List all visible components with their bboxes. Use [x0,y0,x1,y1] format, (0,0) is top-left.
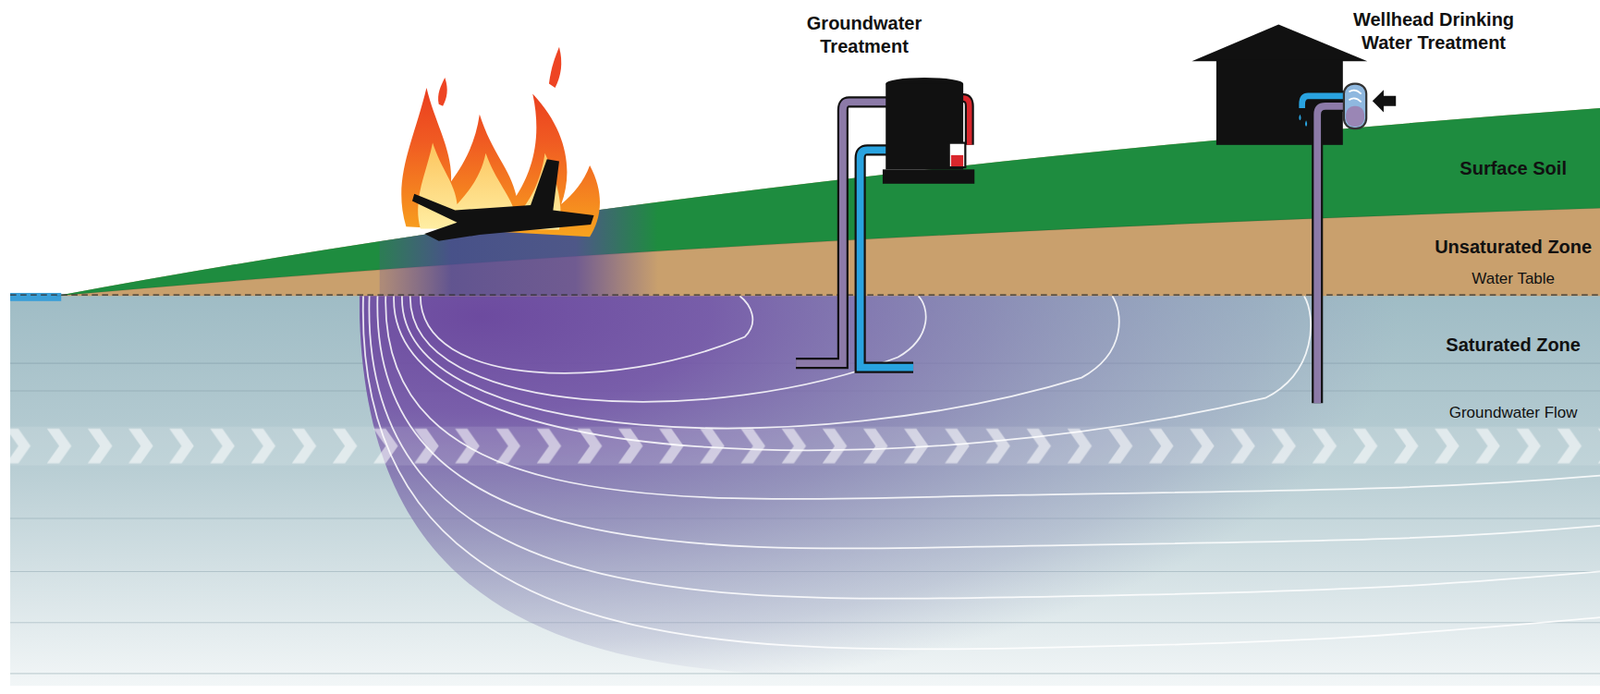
wellhead-treatment-system-part [1298,114,1307,127]
plume-contours-part [393,295,1311,451]
saturated-zone-part [10,293,1600,686]
ground-layers-part [56,207,1600,296]
plume-contours-part [385,295,1600,500]
groundwater-flow-band [10,427,1600,466]
wellhead-treatment-system-part [1302,96,1348,109]
water-table-label: Water Table [1471,268,1555,289]
ground-layers-part [56,108,1600,296]
plume-contours-part [363,295,1600,649]
wellhead-treatment-system [1191,24,1396,404]
fire-and-plane-part [438,77,448,107]
groundwater-treatment-system-part [795,101,891,364]
treatment-label: Groundwater Treatment [794,12,934,59]
groundwater-treatment-system-part [949,143,966,169]
groundwater-treatment-system-part [795,101,891,364]
wellhead-treatment-system-part [1302,96,1348,109]
plume-contours-part [368,295,1600,599]
wellhead-label: Wellhead Drinking Water Treatment [1339,8,1529,55]
groundwater-treatment-system-part [882,169,975,184]
wellhead-treatment-system-part [1372,89,1396,112]
fire-and-plane-part [412,158,595,241]
groundwater-flow-band-part [10,427,1600,466]
saturated-zone [10,293,1600,686]
wellhead-treatment-system-part [1317,106,1347,404]
ground-layers-part [10,293,62,302]
groundwater-treatment-system-part [885,84,964,171]
contaminant-plume-part [359,293,1600,683]
wellhead-treatment-system-part [1191,24,1368,62]
groundwater-flow-band-part [10,427,1600,466]
wellhead-treatment-system-part [1317,106,1347,404]
ground-layers-part [10,294,1600,296]
ground-layers-part [56,108,1600,296]
groundwater-treatment-system-part [951,155,964,167]
flow-label: Groundwater Flow [1449,403,1578,423]
ground-layers [10,108,1600,306]
contaminant-plume [359,293,1600,683]
plume-contours [363,295,1600,649]
groundwater-treatment-system [795,77,975,368]
wellhead-treatment-system-part [1343,84,1367,130]
layer-label: Surface Soil [1459,157,1567,181]
plume-contours-part [402,295,1120,428]
layer-label: Saturated Zone [1445,333,1581,357]
plume-contours-part [410,295,927,403]
plume-contours-part [377,295,1600,549]
plume-contours-part [420,295,754,374]
fire-and-plane [401,47,600,242]
wellhead-treatment-system-part [1345,106,1365,127]
layer-label: Unsaturated Zone [1434,235,1592,259]
wellhead-treatment-system-part [1348,90,1361,103]
fire-and-plane-part [549,47,562,88]
